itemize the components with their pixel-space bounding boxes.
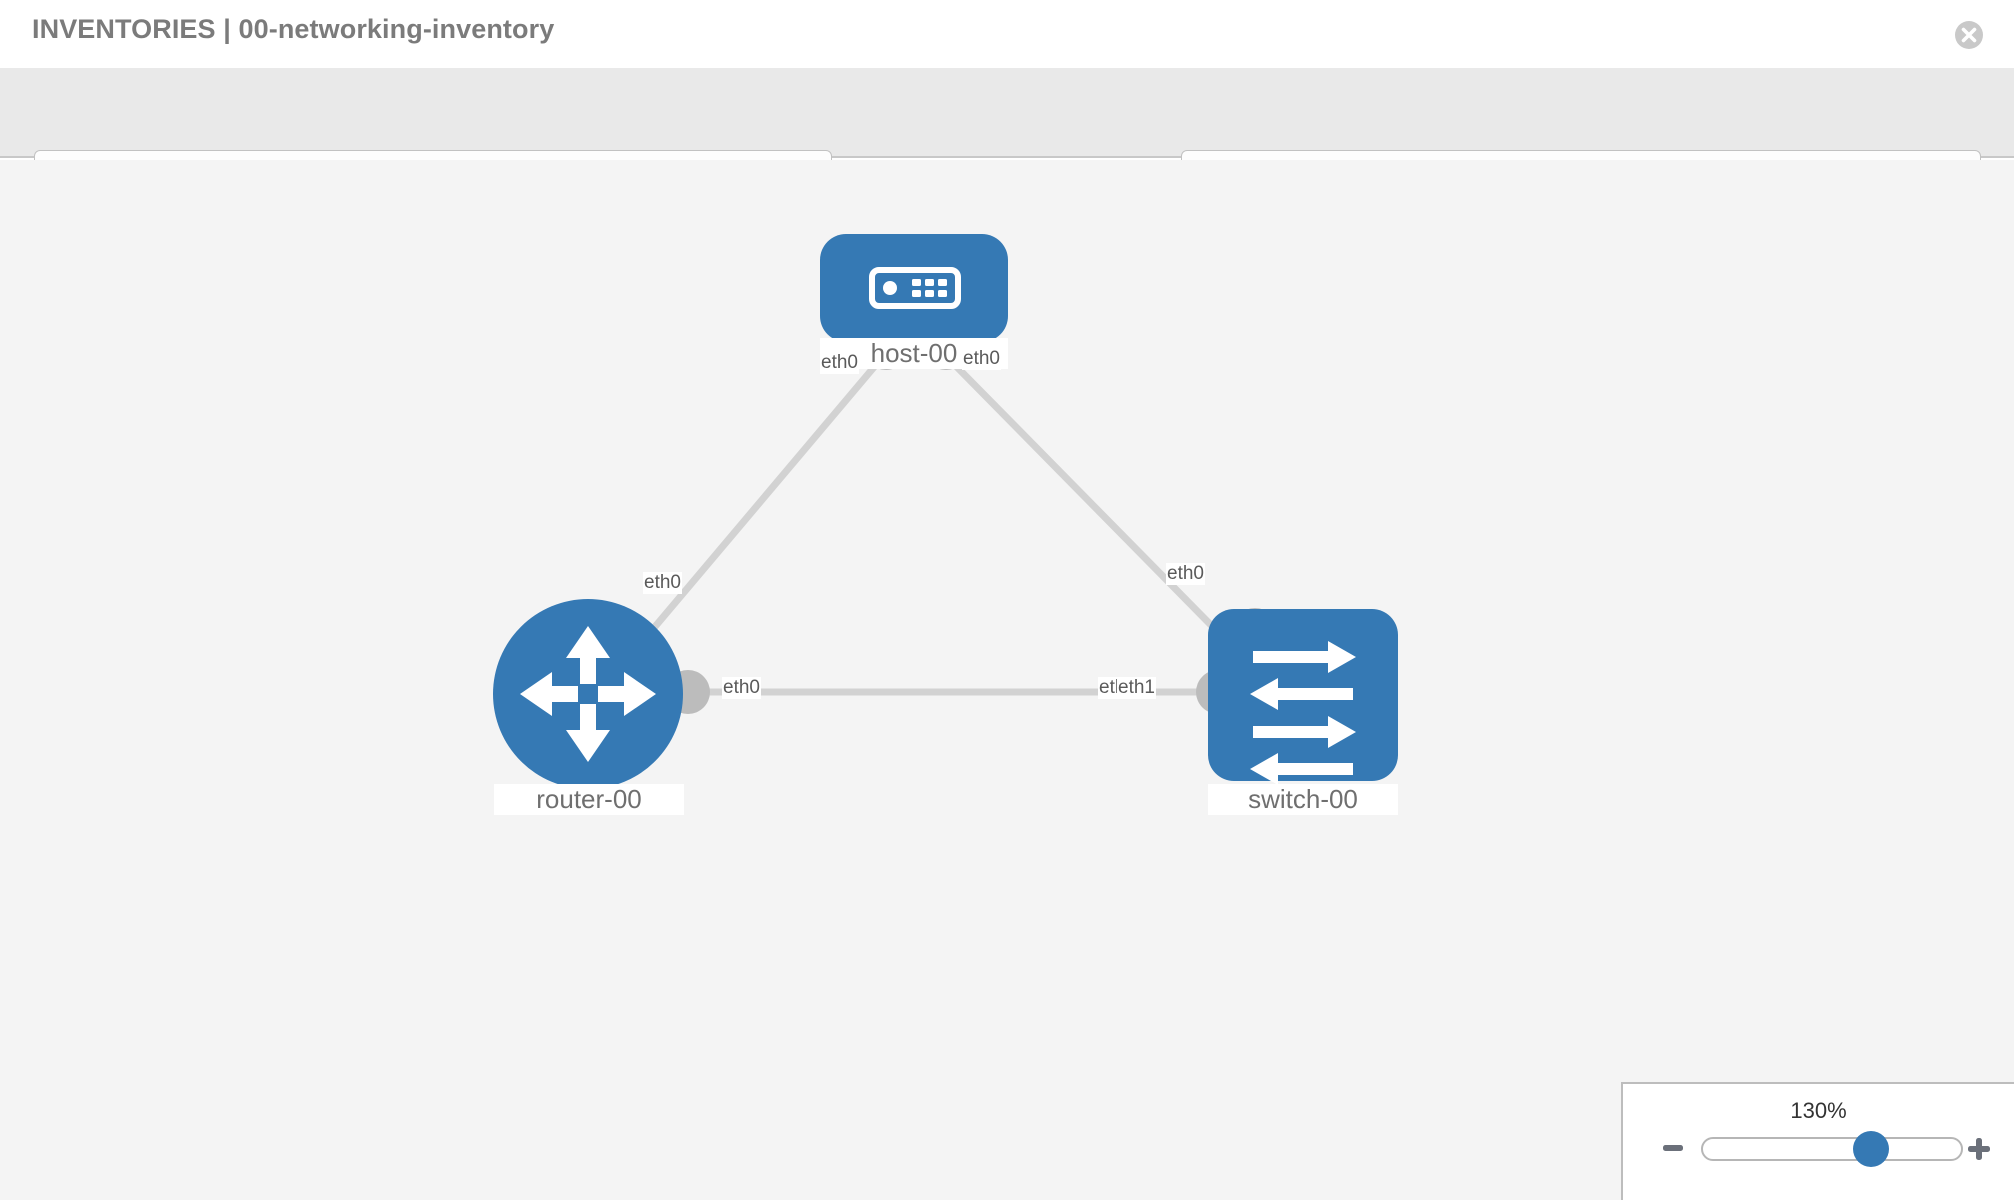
port-label-host-right: eth0 <box>962 348 1001 370</box>
port-label-switch-eth1: eth1 <box>1117 677 1156 699</box>
close-icon[interactable] <box>1954 20 1984 50</box>
topology-canvas[interactable]: host-00 router-00 switch-00 eth0 eth0 et… <box>0 160 2014 1200</box>
zoom-control-panel: 130% <box>1621 1082 2014 1200</box>
zoom-slider[interactable] <box>1701 1131 1963 1167</box>
node-router-00-shape <box>493 599 683 789</box>
page-title: INVENTORIES | 00-networking-inventory <box>32 14 555 44</box>
zoom-slider-thumb[interactable] <box>1852 1131 1889 1167</box>
page-header: INVENTORIES | 00-networking-inventory <box>0 0 2014 68</box>
node-router-00[interactable] <box>493 599 683 789</box>
node-host-00[interactable] <box>820 234 1008 342</box>
port-label-host-left: eth0 <box>820 352 859 374</box>
port-label-router-eth0: eth0 <box>722 677 761 699</box>
plus-icon[interactable] <box>1966 1136 1992 1162</box>
topology-links <box>607 357 1273 696</box>
node-label-router-00: router-00 <box>494 784 684 815</box>
port-label-router-uplink: eth0 <box>643 572 682 594</box>
switch-arrows-icon <box>1250 641 1356 785</box>
node-label-switch-00: switch-00 <box>1208 784 1398 815</box>
topology-graph <box>493 234 1398 789</box>
port-label-switch-uplink: eth0 <box>1166 563 1205 585</box>
server-icon <box>869 267 961 309</box>
node-switch-00[interactable] <box>1208 609 1398 785</box>
zoom-level-label: 130% <box>1790 1098 1847 1123</box>
minus-icon[interactable] <box>1661 1136 1685 1160</box>
node-host-00-shape <box>820 234 1008 342</box>
toolbar: ACTIONS SEARCH <box>0 68 2014 200</box>
router-arrows-icon <box>520 626 656 762</box>
